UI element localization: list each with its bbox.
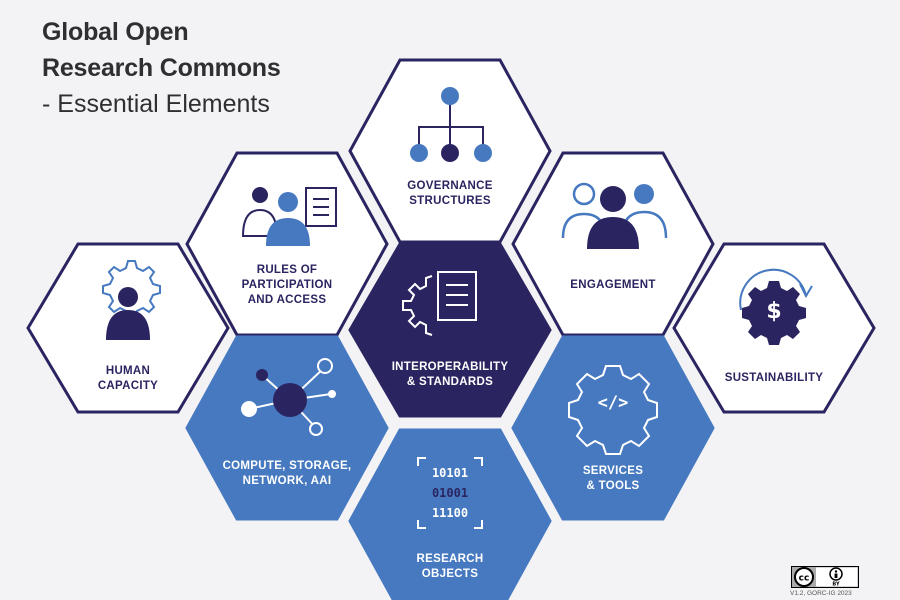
svg-text:</>: </>	[598, 393, 629, 413]
research-label-1: RESEARCH	[417, 553, 484, 565]
license-credit: V1.2, GORC-IG 2023	[790, 590, 852, 597]
hex-engagement[interactable]: ENGAGEMENT	[511, 151, 715, 337]
engagement-label: ENGAGEMENT	[570, 279, 655, 291]
interop-label-1: INTEROPERABILITY	[392, 361, 509, 373]
gear-document-icon	[402, 271, 477, 336]
hex-compute[interactable]: COMPUTE, STORAGE, NETWORK, AAI	[185, 335, 389, 521]
services-label-1: SERVICES	[583, 465, 643, 477]
human-label-1: HUMAN	[106, 365, 150, 377]
hex-governance[interactable]: GOVERNANCE STRUCTURES	[348, 58, 552, 244]
by-label: BY	[832, 582, 840, 588]
org-chart-icon	[410, 87, 492, 162]
interop-label-2: & STANDARDS	[407, 376, 493, 388]
network-nodes-icon	[241, 358, 336, 436]
title-line-2: Research Commons	[42, 54, 281, 82]
group-people-icon	[561, 182, 668, 249]
dollar-gear-icon: $	[739, 268, 813, 345]
people-document-icon	[241, 187, 337, 246]
hex-rules-of-participation[interactable]: RULES OF PARTICIPATION AND ACCESS	[185, 151, 389, 337]
compute-label-2: NETWORK, AAI	[243, 475, 332, 487]
hex-services-tools[interactable]: </> SERVICES & TOOLS	[511, 335, 715, 521]
person-gear-icon	[102, 260, 161, 340]
svg-text:$: $	[766, 299, 781, 324]
cc-icon: cc	[799, 574, 810, 584]
services-label-2: & TOOLS	[586, 480, 639, 492]
research-label-2: OBJECTS	[422, 568, 478, 580]
hex-human-capacity[interactable]: HUMAN CAPACITY	[26, 242, 230, 414]
hex-interoperability[interactable]: INTEROPERABILITY & STANDARDS	[348, 242, 552, 418]
binary-data-icon: 10101 01001 11100	[417, 457, 483, 529]
compute-label-1: COMPUTE, STORAGE,	[223, 460, 352, 472]
subtitle: - Essential Elements	[42, 90, 270, 118]
governance-label-2: STRUCTURES	[409, 195, 491, 207]
sustainability-label: SUSTAINABILITY	[725, 372, 824, 384]
binary-row-2: 01001	[432, 486, 468, 500]
binary-row-1: 10101	[432, 466, 468, 480]
rules-label-2: PARTICIPATION	[242, 279, 333, 291]
hex-sustainability[interactable]: $ SUSTAINABILITY	[672, 242, 876, 414]
rules-label-1: RULES OF	[257, 264, 318, 276]
governance-label-1: GOVERNANCE	[407, 180, 492, 192]
rules-label-3: AND ACCESS	[248, 294, 327, 306]
human-label-2: CAPACITY	[98, 380, 158, 392]
binary-row-3: 11100	[432, 506, 468, 520]
title-line-1: Global Open	[42, 18, 189, 46]
hex-research-objects[interactable]: 10101 01001 11100 RESEARCH OBJECTS	[348, 428, 552, 600]
title-block: Global Open Research Commons - Essential…	[42, 14, 281, 122]
code-gear-icon: </>	[568, 365, 658, 455]
cc-by-license-badge[interactable]: cc BY	[791, 566, 859, 588]
